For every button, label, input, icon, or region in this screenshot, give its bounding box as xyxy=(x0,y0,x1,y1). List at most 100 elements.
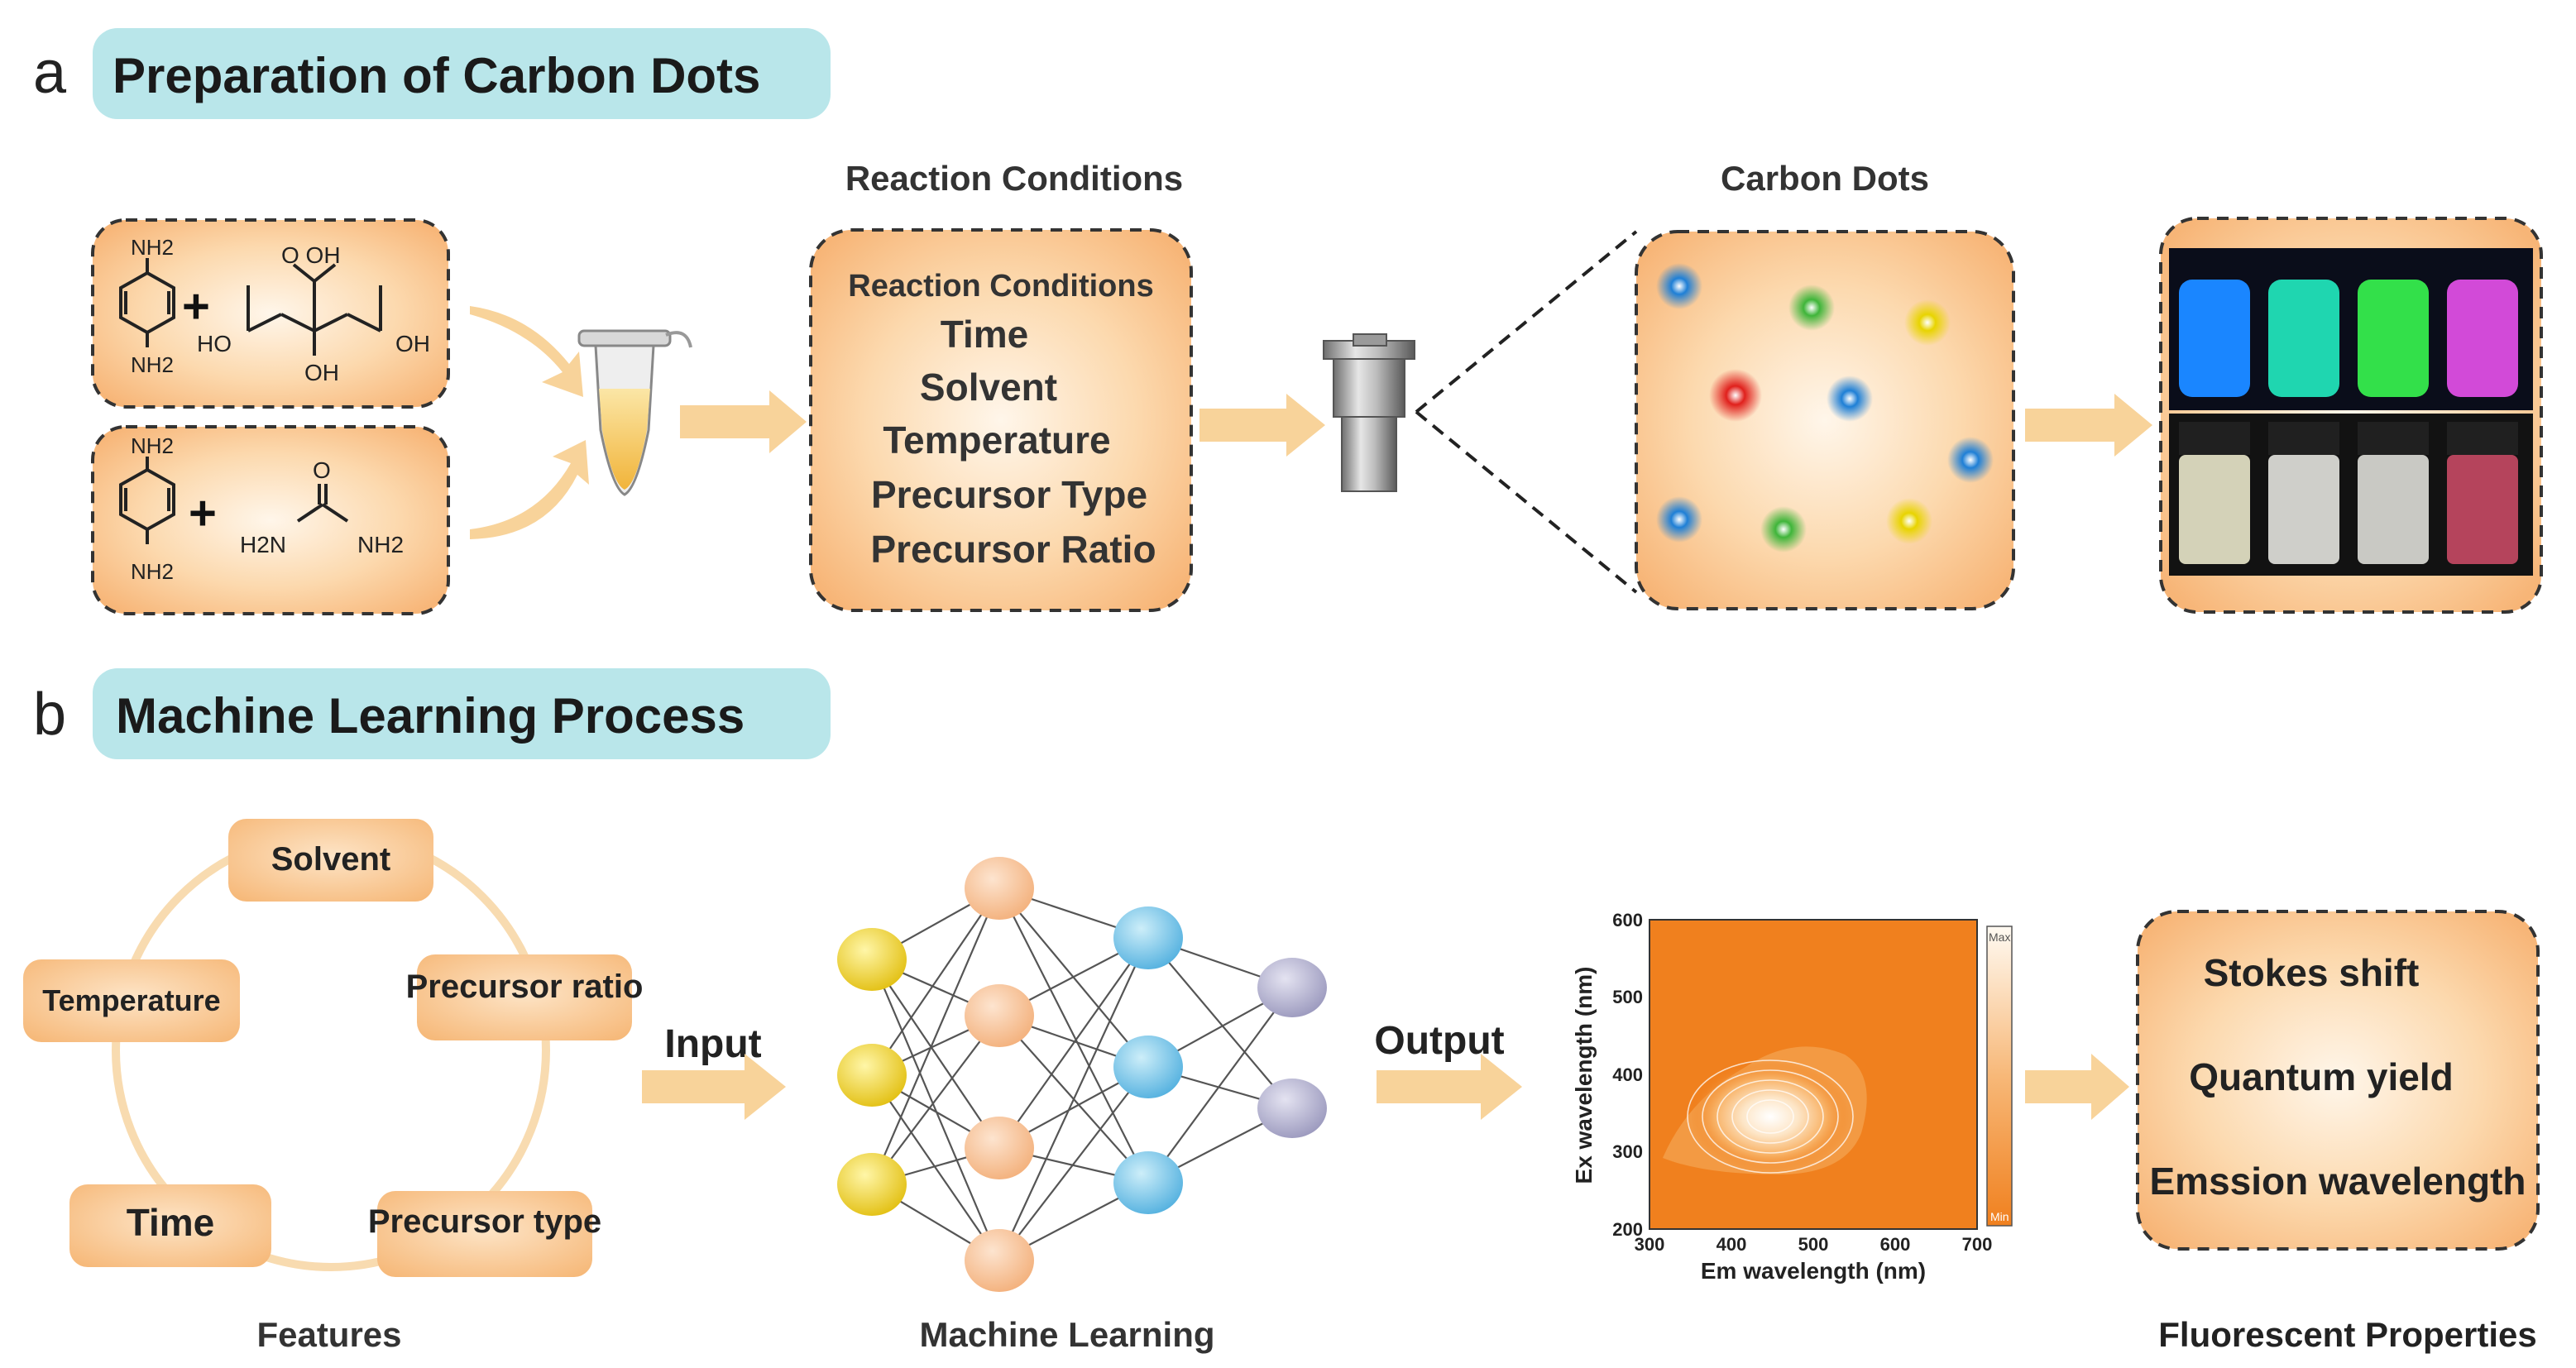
arrow-heatmap-to-properties xyxy=(2025,1054,2129,1120)
feature-solvent: Solvent xyxy=(271,841,390,878)
citric-acid-oh-right: OH xyxy=(395,331,430,356)
nn-hidden2-node xyxy=(1113,906,1183,969)
carbon-dot-blue xyxy=(1827,375,1873,422)
carbon-dot-blue xyxy=(1947,437,1994,483)
neural-network-nodes xyxy=(837,857,1327,1292)
heatmap-contour-lines xyxy=(1687,1059,1854,1174)
y-tick-200: 200 xyxy=(1612,1219,1643,1240)
feature-precursor-type-pill xyxy=(377,1191,592,1277)
feature-temperature: Temperature xyxy=(42,983,220,1017)
autoclave-icon xyxy=(1323,333,1415,492)
feature-time-pill xyxy=(69,1184,271,1267)
arrow-tube-to-conditions xyxy=(680,390,807,453)
y-tick-300: 300 xyxy=(1612,1141,1643,1162)
reaction-item-time: Time xyxy=(941,313,1029,356)
day-vial-1 xyxy=(2179,455,2250,564)
section-a-title-bg xyxy=(93,28,831,119)
uv-vial-4 xyxy=(2447,280,2518,397)
carbon-dot-red xyxy=(1709,369,1762,422)
nn-input-node xyxy=(837,928,907,991)
heatmap-colorbar xyxy=(1986,926,2013,1227)
day-vial-2 xyxy=(2268,455,2339,564)
day-vial-4 xyxy=(2447,455,2518,564)
day-vial-cap xyxy=(2447,422,2518,455)
x-tick-700: 700 xyxy=(1962,1234,1993,1255)
x-tick-500: 500 xyxy=(1798,1234,1829,1255)
reaction-item-precursor-type: Precursor Type xyxy=(871,473,1147,516)
feature-precursor-type: Precursor type xyxy=(368,1203,601,1240)
properties-box xyxy=(2136,910,2540,1251)
nn-hidden1-node xyxy=(965,857,1034,920)
nn-input-node xyxy=(837,1044,907,1107)
citric-acid-ho: HO xyxy=(197,331,232,356)
curved-arrow-lower xyxy=(470,440,589,539)
feature-precursor-ratio: Precursor ratio xyxy=(406,969,644,1005)
carbon-dots-heading: Carbon Dots xyxy=(1721,159,1929,198)
nn-output-node xyxy=(1257,958,1327,1017)
property-stokes-shift: Stokes shift xyxy=(2204,951,2420,994)
property-quantum-yield: Quantum yield xyxy=(2189,1055,2453,1098)
nn-hidden1-node xyxy=(965,984,1034,1047)
nn-hidden1-node xyxy=(965,1229,1034,1292)
carbon-dot-yellow xyxy=(1886,498,1932,544)
section-b-letter: b xyxy=(33,682,66,748)
carbon-dot-group xyxy=(1656,263,1994,552)
day-vial-row xyxy=(2179,422,2518,564)
uv-vial-2 xyxy=(2268,280,2339,397)
carbon-dot-yellow xyxy=(1904,299,1951,346)
heatmap-ylabel: Ex wavelength (nm) xyxy=(1571,967,1597,1184)
input-arrow xyxy=(642,1054,786,1120)
uv-vial-3 xyxy=(2358,280,2429,397)
properties-caption: Fluorescent Properties xyxy=(2158,1315,2536,1354)
urea-structure xyxy=(296,484,349,523)
citric-acid-structure xyxy=(247,263,382,356)
property-emission-wavelength: Emssion wavelength xyxy=(2149,1160,2526,1203)
feature-temperature-pill xyxy=(23,959,240,1042)
reaction-item-solvent: Solvent xyxy=(920,366,1057,409)
feature-time: Time xyxy=(127,1201,215,1244)
arrow-conditions-to-autoclave xyxy=(1199,394,1325,457)
eem-heatmap: Max Min 300 400 500 600 700 200 300 400 … xyxy=(1571,910,2013,1284)
nn-hidden2-node xyxy=(1113,1151,1183,1214)
urea-h2n: H2N xyxy=(240,532,286,557)
nn-output-node xyxy=(1257,1079,1327,1138)
precursor-box-1 xyxy=(91,218,450,409)
reaction-item-temperature: Temperature xyxy=(883,419,1110,462)
heatmap-xlabel: Em wavelength (nm) xyxy=(1701,1258,1926,1284)
mol1-nh2-bottom: NH2 xyxy=(131,352,174,377)
y-tick-600: 600 xyxy=(1612,910,1643,930)
neural-network-edges xyxy=(870,887,1293,1261)
ml-caption: Machine Learning xyxy=(919,1315,1214,1354)
day-vial-cap xyxy=(2179,422,2250,455)
section-a-letter: a xyxy=(33,40,67,106)
mol2-nh2-bottom: NH2 xyxy=(131,559,174,584)
p-phenylenediamine-structure-2 xyxy=(119,457,175,544)
day-vial-3 xyxy=(2358,455,2429,564)
features-caption: Features xyxy=(256,1315,401,1354)
feature-solvent-pill xyxy=(228,819,433,902)
reaction-heading: Reaction Conditions xyxy=(845,159,1183,198)
nn-input-node xyxy=(837,1153,907,1216)
y-tick-500: 500 xyxy=(1612,987,1643,1007)
output-arrow xyxy=(1377,1054,1522,1120)
carbon-dot-green xyxy=(1788,285,1835,331)
mol1-plus: + xyxy=(182,280,210,333)
x-tick-400: 400 xyxy=(1717,1234,1747,1255)
curved-arrow-upper xyxy=(470,306,583,397)
mol2-nh2-top: NH2 xyxy=(131,433,174,458)
section-b-title: Machine Learning Process xyxy=(116,688,745,744)
x-tick-600: 600 xyxy=(1880,1234,1911,1255)
y-tick-400: 400 xyxy=(1612,1064,1643,1085)
precursor-box-2 xyxy=(91,425,450,615)
colorbar-max: Max xyxy=(1989,930,2010,944)
zoom-line-upper xyxy=(1415,230,1638,414)
day-vial-cap xyxy=(2358,422,2429,455)
day-vial-cap xyxy=(2268,422,2339,455)
reaction-item-0: Reaction Conditions xyxy=(848,269,1153,304)
arrow-dots-to-vials xyxy=(2025,394,2152,457)
section-b-title-bg xyxy=(93,668,831,759)
heatmap-hotspot xyxy=(1691,1062,1850,1171)
feature-precursor-ratio-pill xyxy=(417,954,632,1040)
uv-vial-row xyxy=(2179,280,2518,397)
